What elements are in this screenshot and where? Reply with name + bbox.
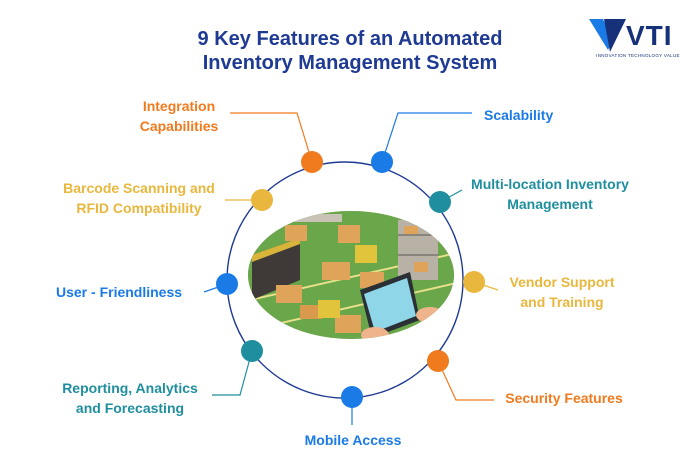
connector-reporting [212, 350, 253, 396]
feature-label-vendor-support: Vendor Support and Training [500, 272, 624, 312]
connector-lines [203, 112, 499, 425]
feature-label-line: Reporting, Analytics [62, 380, 198, 396]
feature-label-security-features: Security Features [497, 388, 631, 408]
marker-barcode [251, 189, 273, 211]
marker-security [427, 350, 449, 372]
feature-label-scalability: Scalability [484, 105, 568, 125]
feature-label-line: Management [507, 196, 593, 212]
marker-reporting [241, 340, 263, 362]
connector-scalability [381, 112, 472, 163]
feature-label-line: RFID Compatibility [76, 200, 202, 216]
marker-scalability [371, 151, 393, 173]
feature-label-line: Capabilities [139, 118, 219, 134]
connector-security [437, 360, 494, 401]
marker-vendor-support [463, 271, 485, 293]
feature-label-line: Integration [142, 98, 216, 114]
feature-label-line: and Forecasting [75, 400, 185, 416]
feature-label-mobile-access: Mobile Access [296, 430, 410, 450]
feature-label-line: User - Friendliness [56, 284, 183, 300]
feature-label-reporting-analytics: Reporting, Analytics and Forecasting [52, 378, 208, 418]
marker-multi-location [429, 191, 451, 213]
page-title-line-1: 9 Key Features of an Automated [197, 28, 503, 50]
feature-label-line: Vendor Support [509, 274, 615, 290]
warehouse-illustration [248, 211, 454, 339]
marker-mobile-access [341, 386, 363, 408]
feature-label-line: Mobile Access [304, 432, 402, 448]
logo-text: VTI [626, 20, 673, 51]
feature-label-line: Scalability [484, 107, 554, 123]
feature-label-integration-capabilities: Integration Capabilities [133, 96, 225, 136]
logo-tagline: INNOVATION TECHNOLOGY VALUE [596, 53, 680, 58]
feature-label-line: Multi-location Inventory [471, 176, 629, 192]
feature-label-barcode-rfid: Barcode Scanning and RFID Compatibility [56, 178, 222, 218]
feature-label-line: Barcode Scanning and [63, 180, 215, 196]
feature-label-multi-location: Multi-location Inventory Management [459, 174, 641, 214]
feature-label-user-friendliness: User - Friendliness [56, 282, 198, 302]
marker-integration [301, 151, 323, 173]
feature-label-line: Security Features [505, 390, 623, 406]
feature-label-line: and Training [520, 294, 604, 310]
marker-user-friendliness [216, 273, 238, 295]
connector-integration [230, 112, 313, 163]
feature-markers [216, 151, 485, 408]
page-title-line-2: Inventory Management System [202, 52, 498, 74]
